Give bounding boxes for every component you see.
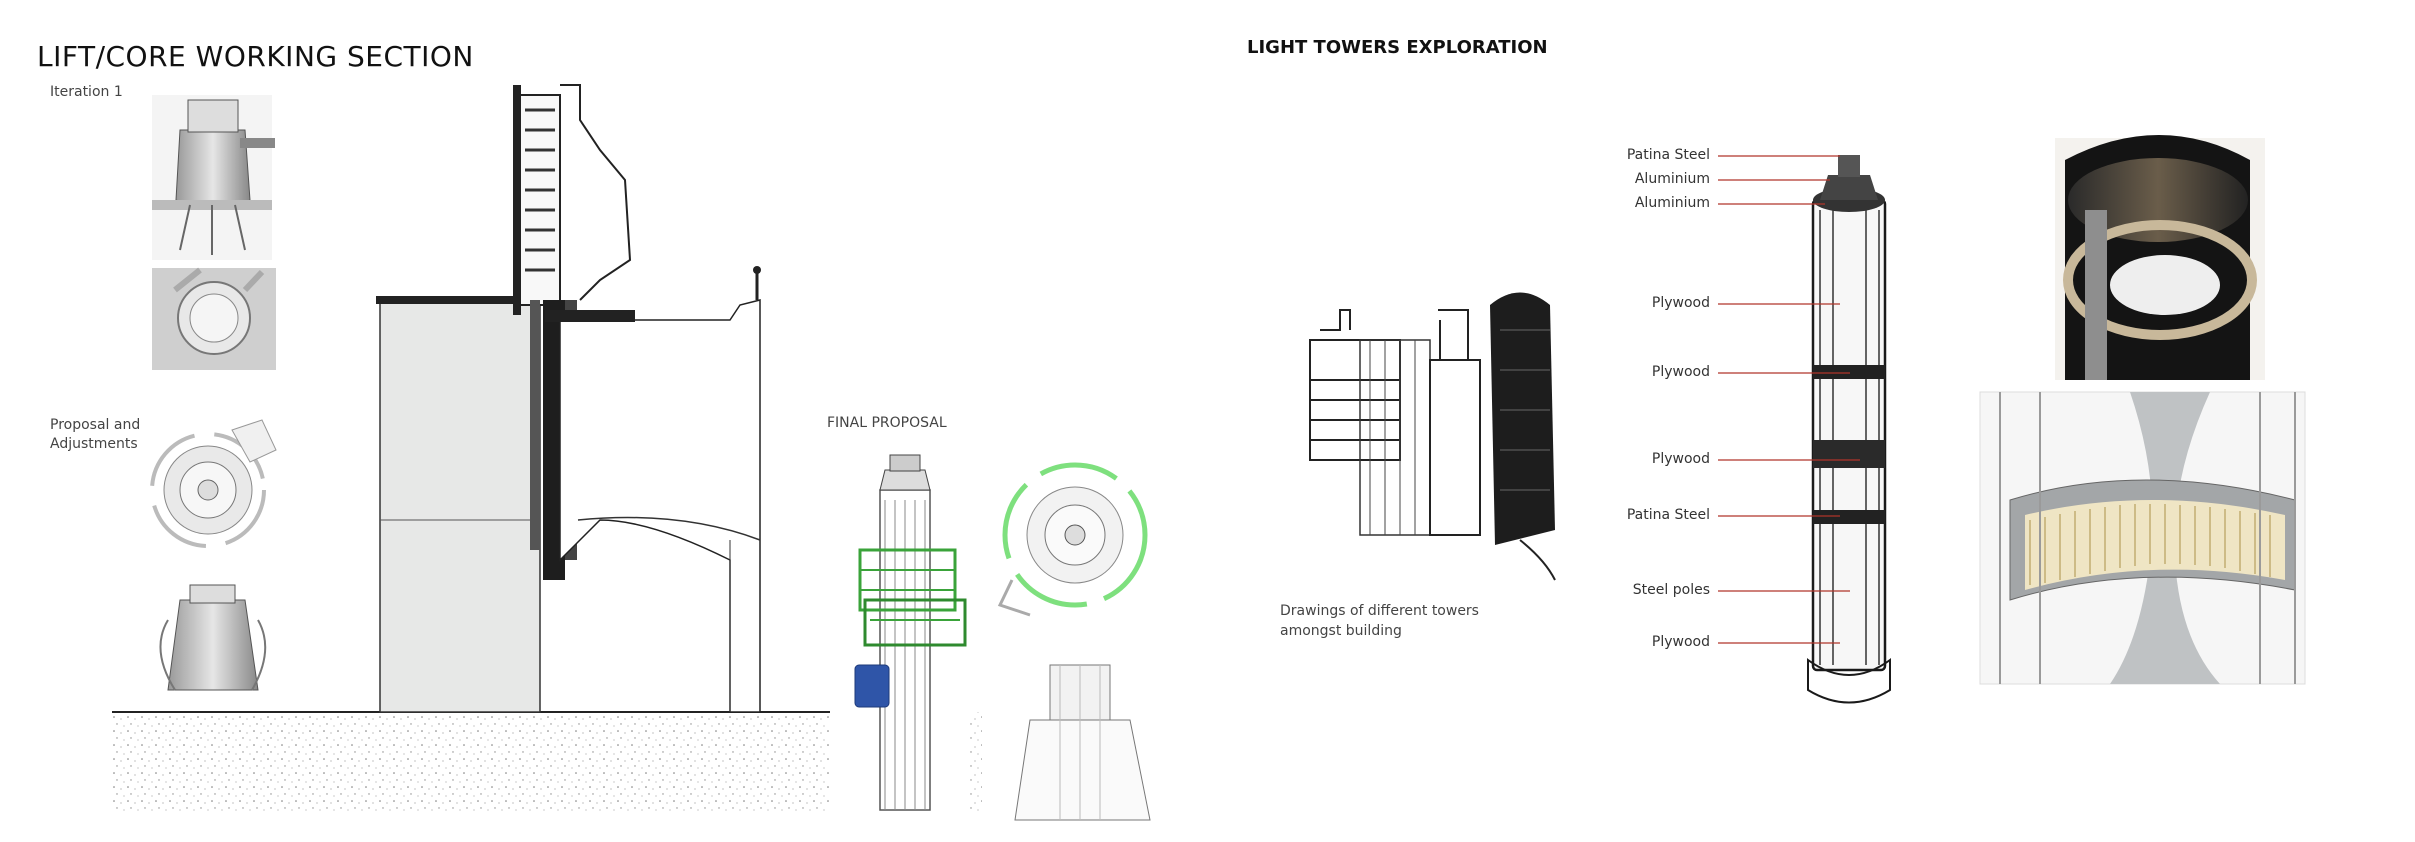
section-floor-plate [545, 266, 761, 713]
exploration-title: LIGHT TOWERS EXPLORATION [1247, 37, 1548, 58]
iteration1-plan [152, 267, 276, 370]
material-label: Patina Steel [1626, 147, 1710, 163]
material-label: Plywood [1651, 364, 1710, 380]
tower-top-render [2055, 135, 2265, 380]
iteration1-elevation [152, 95, 275, 260]
towers-caption-line2: amongst building [1280, 623, 1402, 639]
towers-drawing-group [1309, 292, 1556, 581]
section-title: LIFT/CORE WORKING SECTION [37, 40, 474, 73]
proposal-elevation [159, 584, 267, 691]
final-proposal-label: FINAL PROPOSAL [827, 415, 947, 431]
proposal-plan-diagram [150, 419, 277, 548]
material-label: Aluminium [1634, 171, 1710, 187]
proposal-label-line1: Proposal and [50, 417, 141, 433]
material-label: Plywood [1651, 295, 1710, 311]
towers-caption-line1: Drawings of different towers [1280, 603, 1479, 619]
final-proposal-plan [997, 462, 1148, 617]
detailed-tower-axonometric [1807, 155, 1891, 704]
material-label: Aluminium [1634, 195, 1710, 211]
section-building-mass [376, 296, 556, 713]
final-proposal-tower [854, 454, 967, 811]
material-label: Steel poles [1632, 582, 1710, 598]
section-ground [112, 711, 982, 812]
proposal-label-line2: Adjustments [50, 436, 138, 452]
material-label: Plywood [1651, 451, 1710, 467]
final-proposal-elevation [1014, 664, 1151, 821]
tower-base-render [1979, 391, 2306, 685]
material-label: Plywood [1651, 634, 1710, 650]
leader-lines [1718, 155, 1860, 644]
material-label: Patina Steel [1626, 507, 1710, 523]
iteration-label: Iteration 1 [50, 84, 123, 100]
